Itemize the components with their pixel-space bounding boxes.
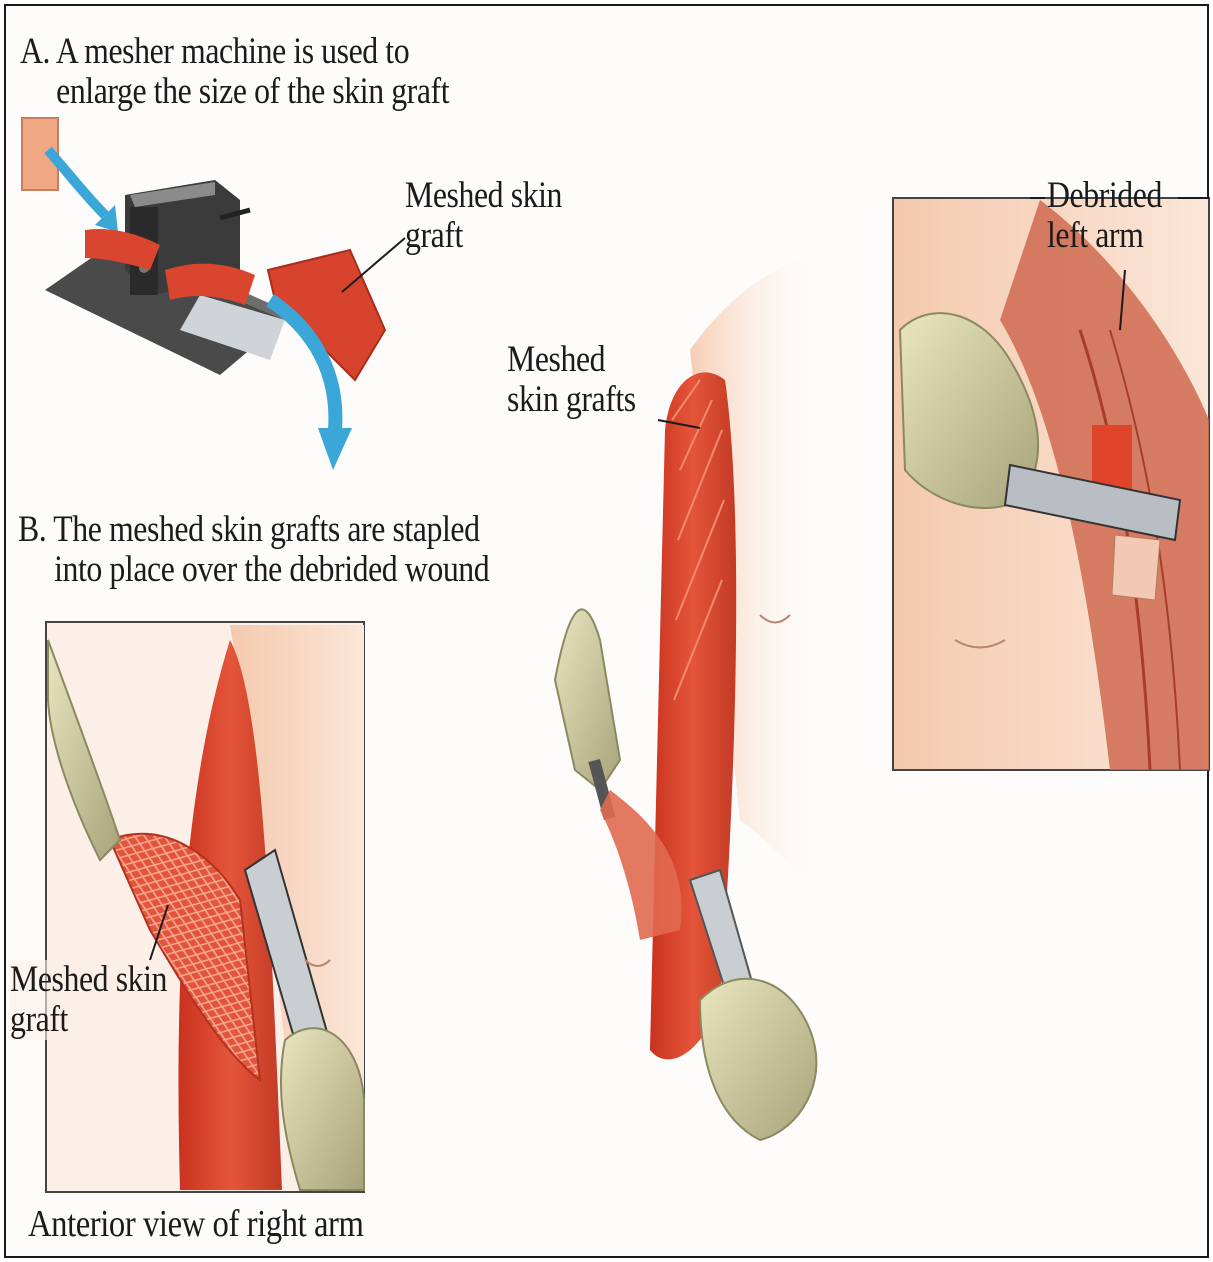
label-meshed-skin-grafts-center: Meshed skin grafts: [507, 340, 636, 420]
inset-anterior-view: [46, 622, 364, 1192]
step-b-text: B. The meshed skin grafts are stapled in…: [18, 510, 489, 590]
step-a-line2: enlarge the size of the skin graft: [20, 72, 449, 112]
arrow-out-head-icon: [318, 428, 352, 470]
mesher-machine: [22, 118, 405, 470]
label-meshed-skin-graft-inset: Meshed skin graft: [10, 960, 167, 1040]
step-a-line1: A. A mesher machine is used to: [20, 31, 409, 72]
label-meshed-center-line1: Meshed: [507, 340, 636, 380]
inset-debrided-arm: [893, 198, 1209, 770]
label-debrided-line1: Debrided: [1047, 176, 1162, 216]
inset-caption: Anterior view of right arm: [28, 1202, 363, 1246]
step-b-line2: into place over the debrided wound: [18, 550, 489, 590]
label-meshed-center-line2: skin grafts: [507, 380, 636, 420]
label-meshed-skin-graft-top: Meshed skin graft: [405, 176, 562, 256]
label-meshed-inset-line2: graft: [10, 1000, 167, 1040]
label-meshed-top-line2: graft: [405, 216, 562, 256]
label-debrided-left-arm: Debrided left arm: [1047, 176, 1162, 256]
step-a-text: A. A mesher machine is used to enlarge t…: [20, 32, 449, 112]
glove-right-icon: [700, 979, 816, 1140]
label-meshed-inset-line1: Meshed skin: [10, 960, 167, 1000]
label-meshed-top-line1: Meshed skin: [405, 176, 562, 216]
glove-left-icon: [555, 609, 620, 790]
inset-glove-right-icon: [281, 1028, 364, 1190]
label-debrided-line2: left arm: [1047, 216, 1162, 256]
step-b-line1: B. The meshed skin grafts are stapled: [18, 509, 480, 550]
